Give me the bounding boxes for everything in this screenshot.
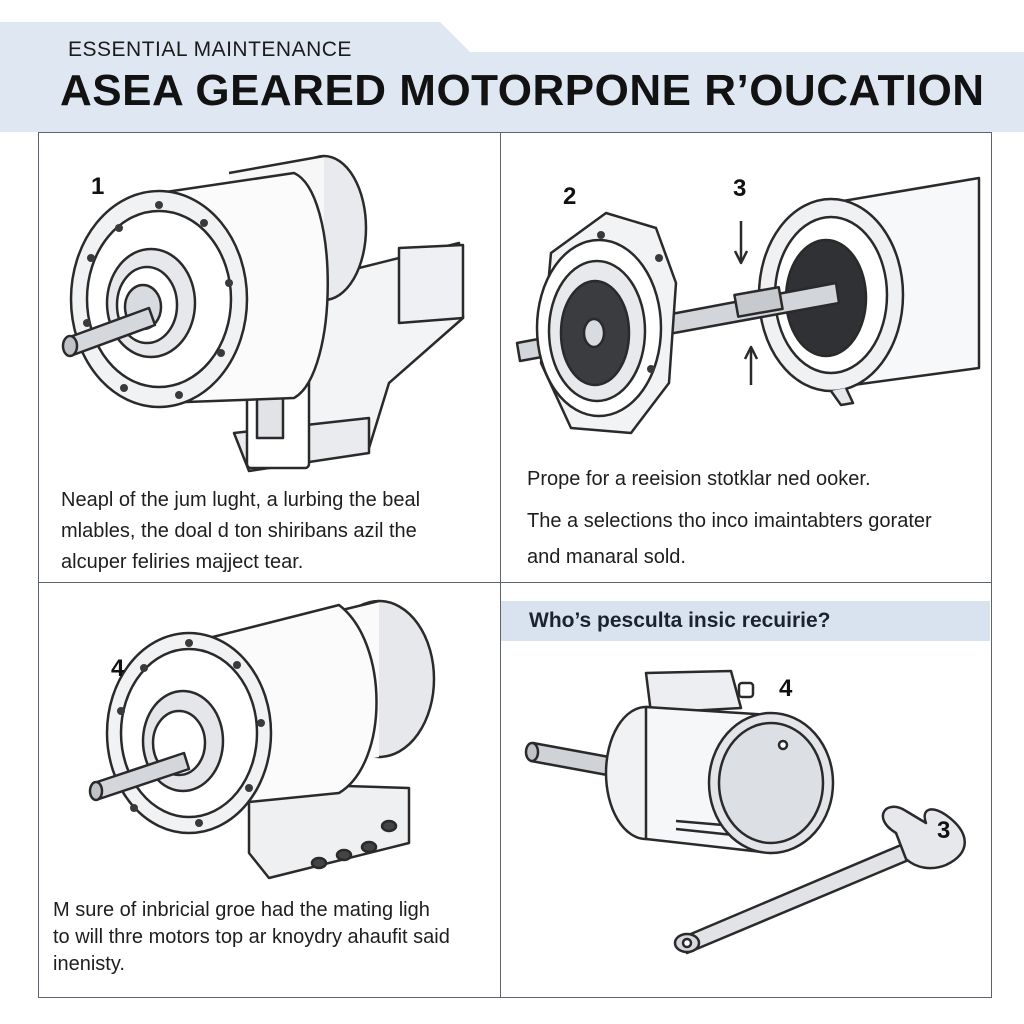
step-number: 4 (779, 675, 793, 702)
caption-line: The a selections tho inco imaintabters g… (527, 510, 932, 532)
panel-caption: Prope for a reeision stotklar ned ooker.… (527, 461, 932, 575)
panel-2: 2 3 Prope for a reeision stotklar ned oo… (500, 132, 992, 584)
caption-line: Neapl of the jum lught, a lurbing the be… (61, 489, 421, 511)
motor-flange-illustration (88, 599, 436, 880)
caption-line: Prope for a reeision stotklar ned ooker. (527, 468, 871, 490)
caption-line: and manaral sold. (527, 546, 686, 568)
geared-motor-illustration (61, 154, 465, 473)
caption-line: inenisty. (53, 953, 125, 975)
caption-line: alcuper feliries majject tear. (61, 551, 304, 573)
step-number: 3 (733, 175, 747, 202)
caption-line: to will thre motors top ar knoydry ahauf… (53, 926, 450, 948)
step-number: 1 (91, 173, 105, 200)
panel-4: Who’s pesculta insic recuirie? 4 3 (500, 582, 992, 998)
caption-line: M sure of inbricial groe had the mating … (53, 899, 430, 921)
caption-line: mlables, the doal d ton shiribans azil t… (61, 520, 417, 542)
motor-and-wrench-illustration (524, 669, 966, 955)
panel-caption: Neapl of the jum lught, a lurbing the be… (61, 485, 420, 578)
shaft-coupling-illustration (515, 176, 981, 435)
panel-subheading: Who’s pesculta insic recuirie? (529, 609, 831, 632)
page-title: ASEA GEARED MOTORPONE R’OUCATION (60, 66, 985, 115)
step-number: 4 (111, 655, 125, 682)
panel-3: 4 M sure of inbricial groe had the matin… (38, 582, 502, 998)
panel-1: 1 Neapl of the jum lught, a lurbing the … (38, 132, 502, 584)
step-number: 2 (563, 183, 577, 210)
subhead-bar: Who’s pesculta insic recuirie? (501, 601, 990, 641)
step-number: 3 (937, 817, 951, 844)
header-band (0, 22, 1024, 132)
header-kicker: ESSENTIAL MAINTENANCE (68, 38, 352, 61)
panel-caption: M sure of inbricial groe had the mating … (53, 897, 450, 978)
